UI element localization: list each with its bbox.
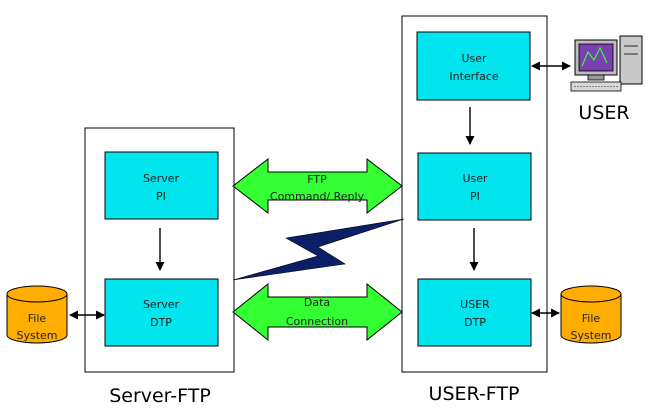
- server-pi-label-1: Server: [143, 172, 180, 185]
- data-label-1: Data: [304, 296, 330, 309]
- user-file-system-disk: File System: [560, 285, 622, 344]
- server-disk-body: [6, 294, 68, 344]
- server-disk-top: [6, 285, 68, 303]
- server-dtp-label-2: DTP: [150, 316, 172, 329]
- user-interface-label-1: User: [461, 52, 487, 65]
- server-pi-label-2: PI: [156, 190, 166, 203]
- server-file-system-disk: File System: [6, 285, 68, 344]
- server-pi-box: [104, 151, 219, 220]
- user-interface-box: [416, 31, 531, 101]
- user-ftp-group: User Interface User PI USER DTP USER-FTP: [401, 15, 548, 405]
- user-disk-top: [560, 285, 622, 303]
- data-label-2: Connection: [286, 315, 348, 328]
- monitor-stand: [587, 74, 605, 81]
- user-disk-label-2: System: [570, 329, 611, 342]
- control-label-1: FTP: [307, 173, 327, 186]
- tower-case: [619, 35, 643, 85]
- screen-graphic: [581, 46, 608, 67]
- control-arrow-shape: [232, 157, 403, 215]
- desktop-computer-icon: [570, 35, 643, 92]
- monitor-screen: [578, 43, 614, 72]
- user-ftp-title: USER-FTP: [429, 383, 520, 405]
- user-label: USER: [578, 102, 629, 124]
- user-pi-label-2: PI: [470, 190, 480, 203]
- user-pi-box: [417, 152, 532, 221]
- user-dtp-box: [417, 278, 532, 347]
- user-disk-label-1: File: [582, 312, 601, 325]
- server-ftp-group: Server PI Server DTP Server-FTP: [84, 127, 235, 407]
- user-interface-label-2: Interface: [449, 70, 498, 83]
- server-dtp-label-1: Server: [143, 298, 180, 311]
- server-disk-label-2: System: [16, 329, 57, 342]
- user-disk-body: [560, 294, 622, 344]
- user-dtp-label-1: USER: [460, 298, 490, 311]
- data-connection-arrow: Data Connection: [232, 282, 403, 342]
- control-connection-arrow: FTP Command/ Reply: [232, 157, 403, 215]
- user-dtp-label-2: DTP: [464, 316, 486, 329]
- data-arrow-shape: [232, 282, 403, 342]
- server-disk-label-1: File: [28, 312, 47, 325]
- server-ftp-title: Server-FTP: [109, 385, 211, 407]
- server-dtp-box: [104, 278, 219, 347]
- user-pi-label-1: User: [462, 172, 488, 185]
- lightning-bolt-icon: [232, 218, 405, 281]
- control-label-2: Command/ Reply: [270, 190, 365, 203]
